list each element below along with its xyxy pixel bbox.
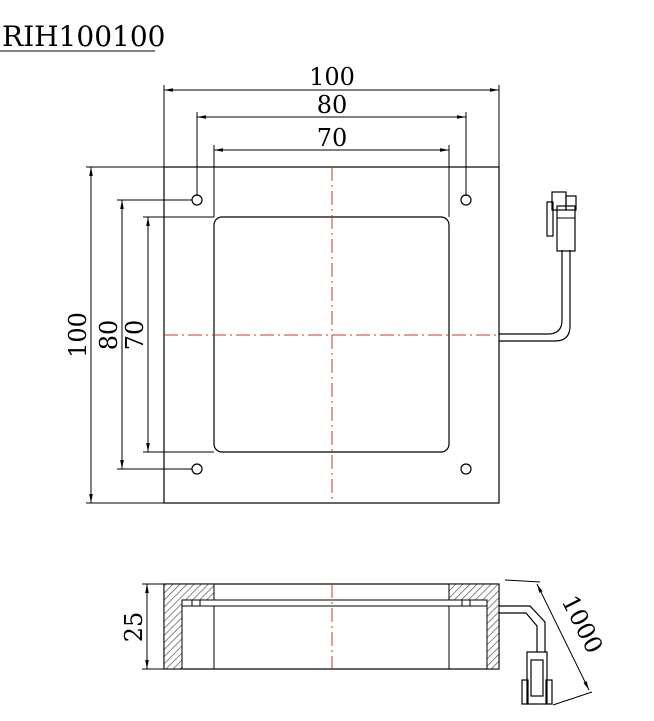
screw-left: [191, 599, 201, 607]
cable-outer-edge: [499, 250, 563, 335]
connector-side-view: [521, 651, 553, 705]
dim-label-height-100: 100: [64, 312, 92, 358]
connector-top-view: [546, 191, 577, 252]
side-cable-inner: [499, 612, 538, 652]
dim-label-window-70: 70: [317, 124, 348, 152]
dim-label-window-v70: 70: [121, 320, 149, 351]
mounting-hole-top-right: [460, 194, 472, 206]
dim-label-hole-spacing-80: 80: [317, 91, 348, 119]
side-wall-left-hatched: [163, 583, 215, 670]
dim-line-cable-1000: [536, 583, 590, 691]
screw-right: [461, 599, 471, 607]
mounting-hole-bottom-right: [460, 463, 472, 475]
mounting-hole-top-left: [191, 194, 203, 206]
dim-label-width-100: 100: [309, 63, 355, 91]
side-wall-right-hatched: [448, 583, 500, 670]
mounting-hole-bottom-left: [191, 463, 203, 475]
dim-label-hole-spacing-v80: 80: [95, 320, 123, 351]
side-view: 25 1000: [120, 579, 609, 706]
top-view: 100 80 70 100 80 70: [64, 63, 577, 504]
drawing-title: RIH100100: [2, 20, 165, 53]
dim-label-height-25: 25: [120, 612, 148, 643]
cable-inner-edge: [499, 250, 571, 342]
dim-label-cable-1000: 1000: [556, 591, 609, 658]
